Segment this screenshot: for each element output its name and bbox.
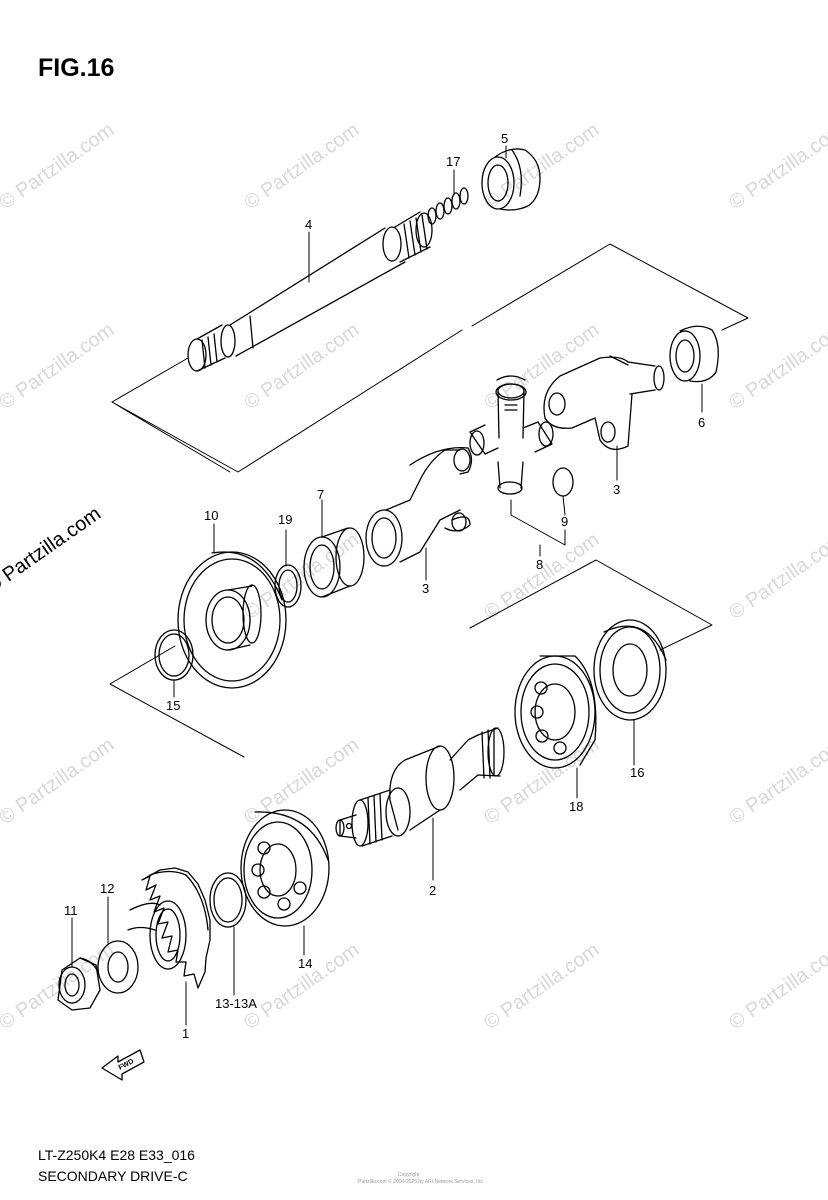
part-label-12: 12 (100, 881, 114, 896)
part-label-18: 18 (569, 799, 583, 814)
watermark: © Partzilla.com (240, 119, 363, 214)
watermark: © Partzilla.com (240, 529, 363, 624)
part-label-3-upper: 3 (613, 482, 620, 497)
o-ring-part-15 (154, 629, 194, 681)
part-label-7: 7 (317, 487, 324, 502)
flange-part-10 (177, 551, 287, 689)
washer-part-12 (97, 940, 139, 994)
watermark: © Partzilla.com (240, 939, 363, 1034)
part-label-17: 17 (446, 154, 460, 169)
part-label-8: 8 (536, 557, 543, 572)
watermark: © Partzilla.com (480, 734, 603, 829)
watermark: © Partzilla.com (725, 734, 828, 829)
copyright-bottom: Partzilla.com © 2004-2025 by ARI Network… (358, 1179, 485, 1185)
copyright-top: Copyright (398, 1172, 420, 1178)
spring-part-17 (427, 187, 469, 225)
part-label-13: 13-13A (215, 996, 257, 1011)
part-label-9: 9 (561, 514, 568, 529)
nut-part-11 (57, 957, 101, 1011)
watermark: © Partzilla.com (725, 319, 828, 414)
diagram-name: SECONDARY DRIVE-C (38, 1168, 188, 1184)
part-label-1: 1 (182, 1026, 189, 1041)
part-label-2: 2 (429, 883, 436, 898)
part-label-14: 14 (298, 956, 312, 971)
circlip-part-9-upper (495, 383, 527, 401)
watermark: © Partzilla.com (0, 734, 118, 829)
boot-part-5 (481, 148, 541, 211)
fwd-arrow-icon (101, 1049, 145, 1081)
part-labels: 5 17 4 6 3 9 8 3 7 19 10 15 16 18 2 14 1… (64, 131, 705, 1041)
bearing-part-14 (240, 809, 330, 927)
watermark: © Partzilla.com (240, 319, 363, 414)
watermark: © Partzilla.com (725, 529, 828, 624)
part-label-15: 15 (166, 698, 180, 713)
part-label-6: 6 (698, 415, 705, 430)
part-label-4: 4 (305, 217, 312, 232)
seal-part-16 (593, 619, 667, 721)
leader-lines (71, 145, 703, 1026)
watermark: © Partzilla.com (480, 529, 603, 624)
watermark: © Partzilla.com (725, 119, 828, 214)
watermark: © Partzilla.com (0, 119, 118, 214)
part-label-16: 16 (630, 765, 644, 780)
part-label-19: 19 (278, 512, 292, 527)
part-label-5: 5 (501, 131, 508, 146)
yoke-part-3-upper (543, 355, 665, 451)
watermarks: © Partzilla.com © Partzilla.com © Partzi… (0, 119, 828, 1034)
part-label-11: 11 (64, 903, 78, 918)
boot-part-6 (669, 325, 719, 383)
watermark: © Partzilla.com (0, 319, 118, 414)
shaft-part-2 (335, 727, 505, 847)
part-label-10: 10 (204, 508, 218, 523)
assembly-frame-lower (109, 559, 713, 758)
bevel-gear-part-1 (127, 867, 211, 989)
watermark: © Partzilla.com (480, 119, 603, 214)
yoke-part-3-lower (365, 446, 473, 567)
circlip-part-9 (552, 467, 574, 497)
model-code: LT-Z250K4 E28 E33_016 (38, 1147, 195, 1163)
watermark: © Partzilla.com (480, 939, 603, 1034)
part-label-3-lower: 3 (422, 581, 429, 596)
figure-title: FIG.16 (38, 54, 115, 82)
bearing-part-18 (514, 655, 597, 769)
watermark: © Partzilla.com (725, 939, 828, 1034)
bushing-part-7 (303, 527, 365, 598)
assembly-frame-upper (111, 329, 463, 473)
shaft-part-4 (187, 211, 433, 372)
shim-part-13 (209, 872, 247, 928)
